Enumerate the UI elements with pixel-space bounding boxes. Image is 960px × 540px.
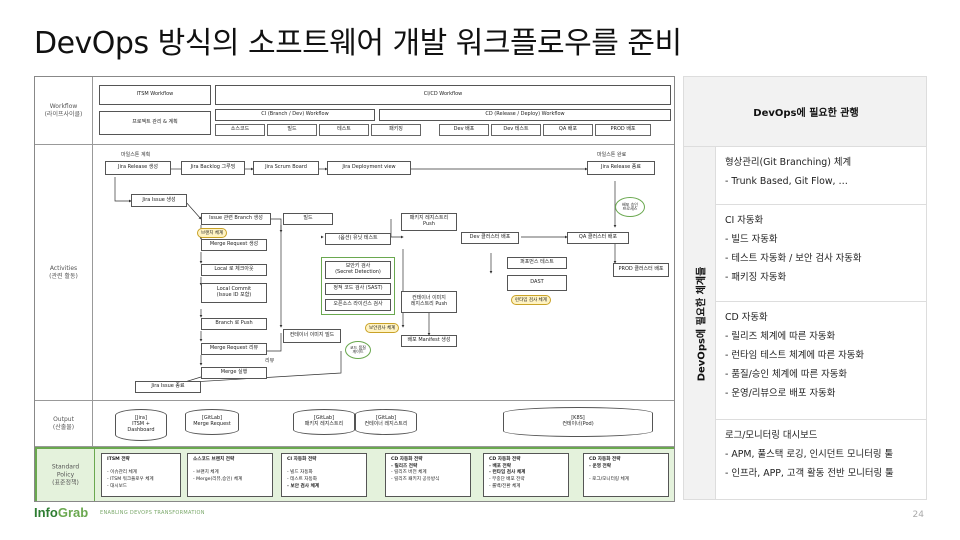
practice-row-line: - 테스트 자동화 / 보안 검사 자동화 (725, 253, 862, 264)
practice-row-head: 로그/모니터링 대시보드 (725, 430, 818, 441)
step-build: 빌드 (267, 124, 317, 136)
policy-itsm: ITSM 전략- 이슈관리 체계- ITSM 워크플로우 체계- 대시보드 (101, 453, 181, 497)
dev-cluster-deploy: Dev 클러스터 배포 (461, 232, 519, 244)
practice-row-line: - 인프라, APP, 고객 활동 전반 모니터링 툴 (725, 468, 894, 479)
practice-row-head: CD 자동화 (725, 312, 768, 323)
connector-lines (114, 167, 617, 386)
output-gitlab-container: [GitLab] 컨테이너 레지스트리 (355, 409, 417, 435)
milestone-done-label: 마일스톤 완료 (597, 152, 627, 158)
qa-cluster-deploy: QA 클러스터 배포 (567, 232, 629, 244)
jira-issue-create: Jira Issue 생성 (131, 194, 187, 207)
lane-label-workflow: Workflow (라이프사이클) (35, 77, 93, 145)
quality-gate-bubble: 코드 품질 게이트 (345, 341, 371, 359)
package-registry-push: 패키지 레지스트리 Push (401, 213, 457, 231)
practice-row-line: - 릴리즈 체계에 따른 자동화 (725, 331, 836, 342)
output-gitlab-package: [GitLab] 패키지 레지스트리 (293, 409, 355, 435)
lane-activities: Activities (관련 활동) (35, 145, 674, 401)
project-management: 프로젝트 관리 & 계획 (99, 111, 211, 135)
lane-output: Output (산출물) (35, 401, 674, 447)
license-check: 오픈소스 라이선스 검사 (325, 299, 391, 311)
local-commit: Local Commit (Issue ID 포함) (201, 283, 267, 303)
step-dev-deploy: Dev 배포 (439, 124, 489, 136)
container-registry-push: 컨테이너 이미지 레지스트리 Push (401, 291, 457, 313)
unit-test: (옵션) 유닛 테스트 (325, 233, 391, 245)
practices-header: DevOps에 필요한 관행 (684, 77, 926, 147)
page-title: DevOps 방식의 소프트웨어 개발 워크플로우를 준비 (34, 26, 682, 61)
security-scan-group (321, 257, 395, 315)
practice-row-cd: CD 자동화 - 릴리즈 체계에 따른 자동화 - 런타임 테스트 체계에 따른… (716, 302, 926, 420)
policy-cd-deploy: CD 자동화 전략 - 배포 전략- 런타임 검사 체계- 무중단 배포 전략-… (483, 453, 569, 497)
deploy-manifest: 배포 Manifest 생성 (401, 335, 457, 347)
merge-request-create: Merge Request 생성 (201, 239, 267, 251)
page-number: 24 (912, 510, 924, 520)
workflow-diagram: Workflow (라이프사이클) Activities (관련 활동) Out… (34, 76, 675, 502)
jira-deployment-view: Jira Deployment view (327, 161, 411, 175)
jira-release-done: Jira Release 종료 (587, 161, 655, 175)
practice-row-line: - 패키징 자동화 (725, 272, 787, 283)
lane-label-activities: Activities (관련 활동) (35, 145, 93, 401)
jira-issue-done: Jira Issue 종료 (135, 381, 201, 393)
merge-exec: Merge 실행 (201, 367, 267, 379)
lane-label-output: Output (산출물) (35, 401, 93, 447)
practice-row-line: - Trunk Based, Git Flow, … (725, 176, 848, 187)
output-gitlab-mr: [GitLab] Merge Request (185, 409, 239, 435)
practice-row-line: - APM, 풀스택 로깅, 인시던트 모니터링 툴 (725, 449, 894, 460)
policy-cd-release: CD 자동화 전략 - 릴리즈 전략- 릴리즈 버전 체계- 릴리즈 패키지 공… (385, 453, 471, 497)
dast: DAST (507, 275, 567, 291)
issue-branch-create: Issue 관련 Branch 생성 (201, 213, 271, 225)
practice-row-line: - 운영/리뷰으로 배포 자동화 (725, 388, 836, 399)
milestone-plan-label: 마일스톤 계획 (121, 152, 151, 158)
practices-table: DevOps에 필요한 관행 DevOps에 필요한 체계들 형상관리(Git … (683, 76, 927, 500)
review-label: 리뷰 (265, 358, 275, 364)
step-prod-deploy: PROD 배포 (595, 124, 651, 136)
build-box: 빌드 (283, 213, 333, 225)
lane-label-policy: Standard Policy (표준정책) (37, 449, 95, 501)
approval-bubble: 배포 승인 프로세스 (615, 197, 645, 217)
jira-scrum-board: Jira Scrum Board (253, 161, 319, 175)
practice-row-ci: CI 자동화 - 빌드 자동화 - 테스트 자동화 / 보안 검사 자동화 - … (716, 205, 926, 302)
step-package: 패키징 (371, 124, 421, 136)
infograb-logo: InfoGrab (34, 505, 89, 520)
jira-backlog: Jira Backlog 그루밍 (181, 161, 245, 175)
branch-push: Branch 로 Push (201, 318, 267, 330)
practice-row-head: CI 자동화 (725, 215, 764, 226)
practice-row-line: - 런타임 테스트 체계에 따른 자동화 (725, 350, 865, 361)
policy-ci: CI 자동화 전략- 빌드 자동화- 테스트 자동화- 보안 검사 체계 (281, 453, 367, 497)
container-build: 컨테이너 이미지 빌드 (283, 329, 341, 343)
practice-row-line: - 품질/승인 체계에 따른 자동화 (725, 369, 847, 380)
practice-row-git: 형상관리(Git Branching) 체계 - Trunk Based, Gi… (716, 147, 926, 205)
output-jira: [Jira] ITSM + Dashboard (115, 409, 167, 441)
step-source: 소스코드 (215, 124, 265, 136)
cd-workflow: CD (Release / Deploy) Workflow (379, 109, 671, 121)
practices-side-label: DevOps에 필요한 체계들 (684, 147, 716, 499)
prod-cluster-deploy: PROD 클러스터 배포 (613, 263, 669, 277)
step-test: 테스트 (319, 124, 369, 136)
practice-row-line: - 빌드 자동화 (725, 234, 778, 245)
security-policy-badge: 보안검사 체계 (365, 323, 400, 333)
secret-detection: 보안키 검사 (Secret Detection) (325, 261, 391, 279)
perf-test: 퍼포먼스 테스트 (507, 257, 567, 269)
branch-policy-badge: 브랜치 체계 (197, 228, 228, 238)
step-qa-deploy: QA 배포 (543, 124, 593, 136)
policy-cd-ops: CD 자동화 전략 - 운영 전략- 로그/모니터링 체계 (583, 453, 669, 497)
sast: 정적 코드 검사 (SAST) (325, 283, 391, 295)
itsm-workflow: ITSM Workflow (99, 85, 211, 105)
merge-request-review: Merge Request 리뷰 (201, 343, 267, 355)
policy-branch: 소스코드 브랜치 전략- 브랜치 체계- Merge(리뷰,승인) 체계 (187, 453, 273, 497)
tagline: ENABLING DEVOPS TRANSFORMATION (100, 510, 205, 516)
ci-workflow: CI (Branch / Dev) Workflow (215, 109, 375, 121)
jira-release-create: Jira Release 생성 (105, 161, 171, 175)
runtime-policy-badge: 런타임 검사 체계 (511, 295, 551, 305)
practice-row-head: 형상관리(Git Branching) 체계 (725, 157, 852, 168)
lane-workflow: Workflow (라이프사이클) (35, 77, 674, 145)
cicd-workflow: CI/CD Workflow (215, 85, 671, 105)
step-dev-test: Dev 테스트 (491, 124, 541, 136)
practice-row-monitoring: 로그/모니터링 대시보드 - APM, 풀스택 로깅, 인시던트 모니터링 툴 … (716, 420, 926, 499)
output-k8s: [K8S] 컨테이너(Pod) (503, 407, 653, 437)
local-checkout: Local 로 체크아웃 (201, 264, 267, 276)
